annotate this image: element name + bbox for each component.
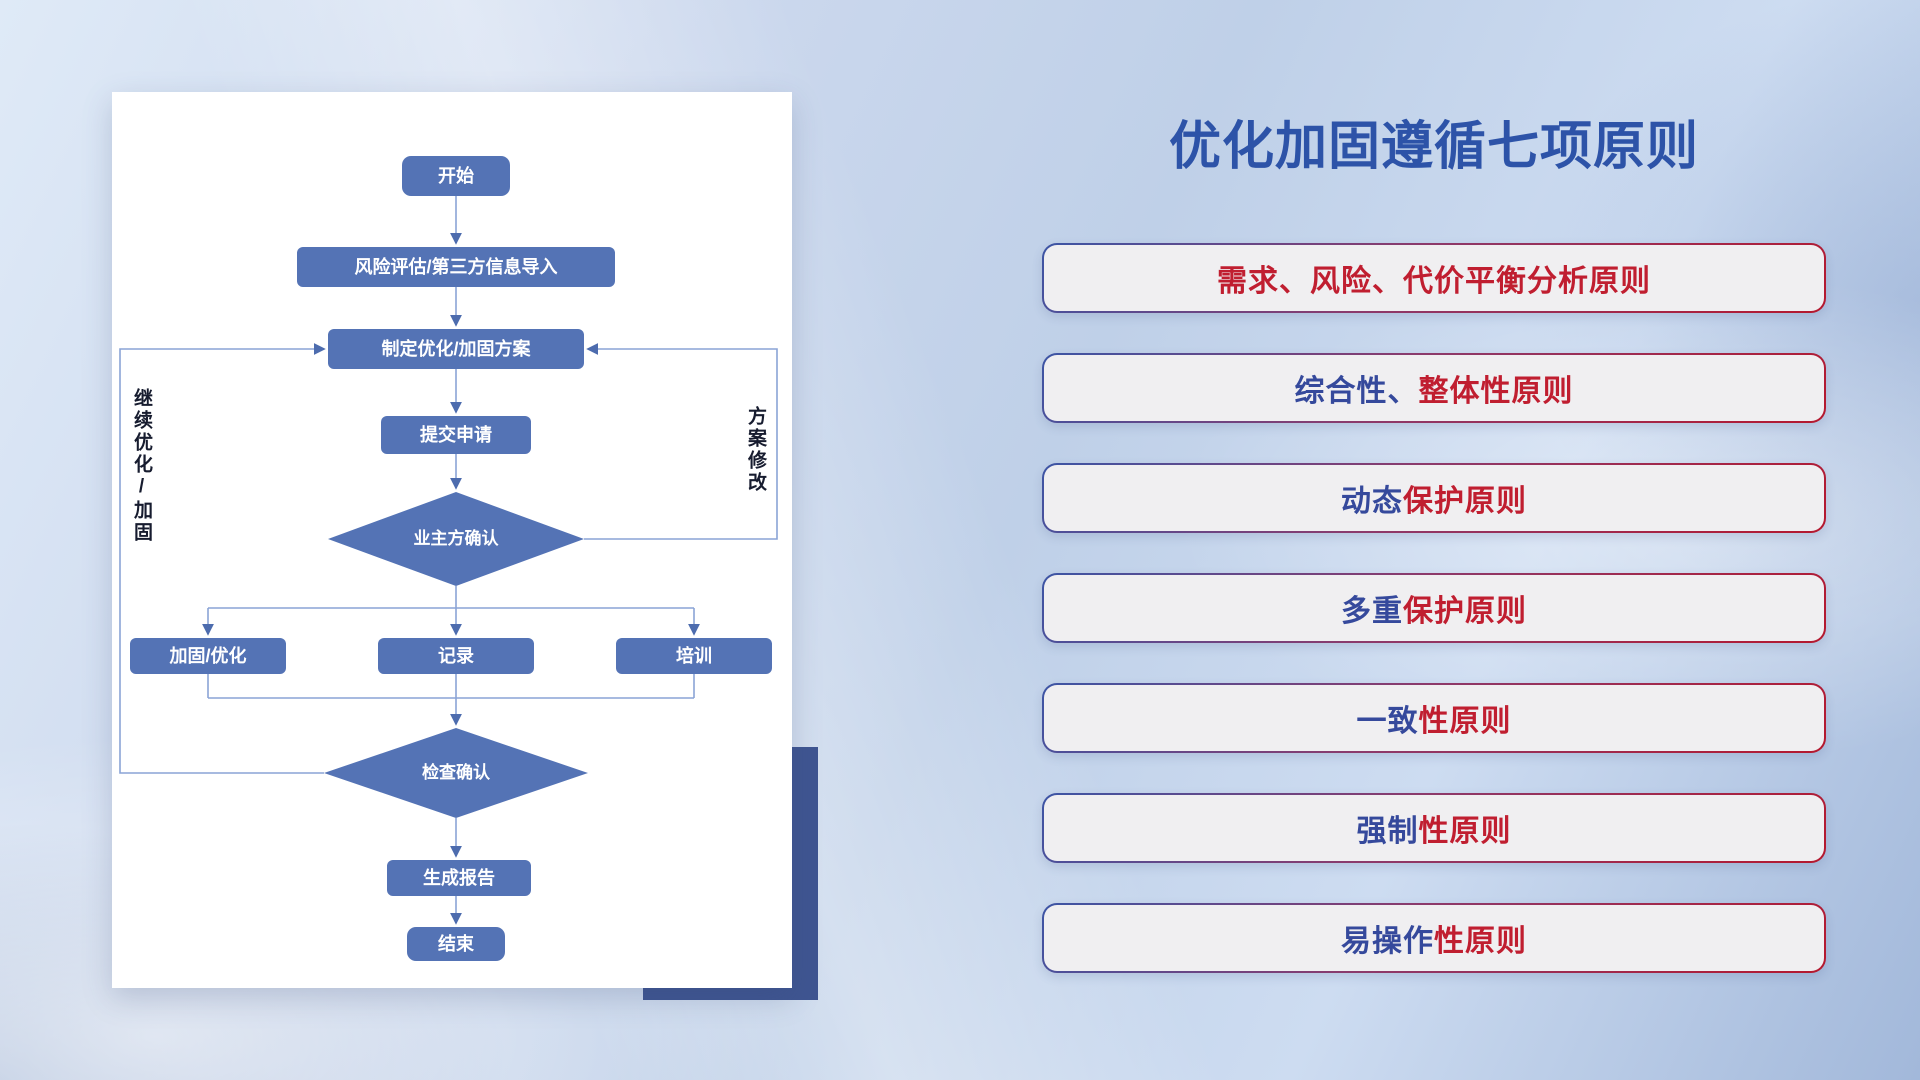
principle-text: 动态保护原则 bbox=[1044, 465, 1824, 531]
principle-text: 强制性原则 bbox=[1044, 795, 1824, 861]
principles-title: 优化加固遵循七项原则 bbox=[1168, 118, 1699, 176]
flow-node-owner-confirm-label: 业主方确认 bbox=[413, 529, 499, 549]
principle-text-segment: 需求、风险、代价平衡分析原则 bbox=[1217, 265, 1651, 298]
principle-text-segment: 性原则 bbox=[1418, 815, 1512, 848]
principle-text: 需求、风险、代价平衡分析原则 bbox=[1044, 245, 1824, 311]
principle-text-segment: 性原则 bbox=[1434, 925, 1527, 958]
flow-node-submit-application: 提交申请 bbox=[381, 416, 531, 454]
flow-label-plan-revise: 方案修改 bbox=[745, 406, 766, 494]
principle-text-segment: 一致 bbox=[1356, 705, 1419, 738]
flow-node-generate-report: 生成报告 bbox=[387, 860, 531, 896]
principle-text: 易操作性原则 bbox=[1044, 905, 1824, 971]
principle-text: 一致性原则 bbox=[1044, 685, 1824, 751]
principle-text-segment: 易操作 bbox=[1341, 925, 1434, 958]
flow-node-end: 结束 bbox=[407, 927, 505, 961]
principle-box: 易操作性原则 bbox=[1042, 903, 1826, 973]
flow-node-make-plan: 制定优化/加固方案 bbox=[328, 329, 584, 369]
flow-node-owner-confirm: 业主方确认 bbox=[328, 492, 584, 586]
flow-node-start: 开始 bbox=[402, 156, 510, 196]
principles-list: 需求、风险、代价平衡分析原则 综合性、整体性原则 动态保护原则 多重保护原则 一… bbox=[1042, 243, 1826, 973]
principle-box: 多重保护原则 bbox=[1042, 573, 1826, 643]
principle-text: 多重保护原则 bbox=[1044, 575, 1824, 641]
principle-text: 综合性、整体性原则 bbox=[1044, 355, 1824, 421]
principle-text-segment: 多重 bbox=[1341, 595, 1403, 628]
flow-node-check-confirm: 检查确认 bbox=[324, 728, 588, 818]
principle-box: 综合性、整体性原则 bbox=[1042, 353, 1826, 423]
principle-text-segment: 动态 bbox=[1341, 485, 1403, 518]
flowchart-card: 开始 风险评估/第三方信息导入 制定优化/加固方案 提交申请 业主方确认 加固/… bbox=[112, 92, 792, 988]
principle-box: 需求、风险、代价平衡分析原则 bbox=[1042, 243, 1826, 313]
principle-text-segment: 保护原则 bbox=[1403, 485, 1527, 518]
principle-text-segment: 整体性原则 bbox=[1418, 375, 1574, 408]
principle-text-segment: 性原则 bbox=[1418, 705, 1512, 738]
flow-node-reinforce-optimize: 加固/优化 bbox=[130, 638, 286, 674]
principle-box: 一致性原则 bbox=[1042, 683, 1826, 753]
flow-node-training: 培训 bbox=[616, 638, 772, 674]
principle-text-segment: 保护原则 bbox=[1403, 595, 1527, 628]
flow-node-check-confirm-label: 检查确认 bbox=[422, 763, 490, 783]
flow-label-continue-optimize: 继续优化/加固 bbox=[131, 388, 152, 544]
principle-text-segment: 综合性、 bbox=[1294, 375, 1419, 408]
flow-node-record: 记录 bbox=[378, 638, 534, 674]
principle-text-segment: 强制 bbox=[1356, 815, 1419, 848]
principle-box: 动态保护原则 bbox=[1042, 463, 1826, 533]
principle-box: 强制性原则 bbox=[1042, 793, 1826, 863]
flow-node-risk-assessment: 风险评估/第三方信息导入 bbox=[297, 247, 615, 287]
